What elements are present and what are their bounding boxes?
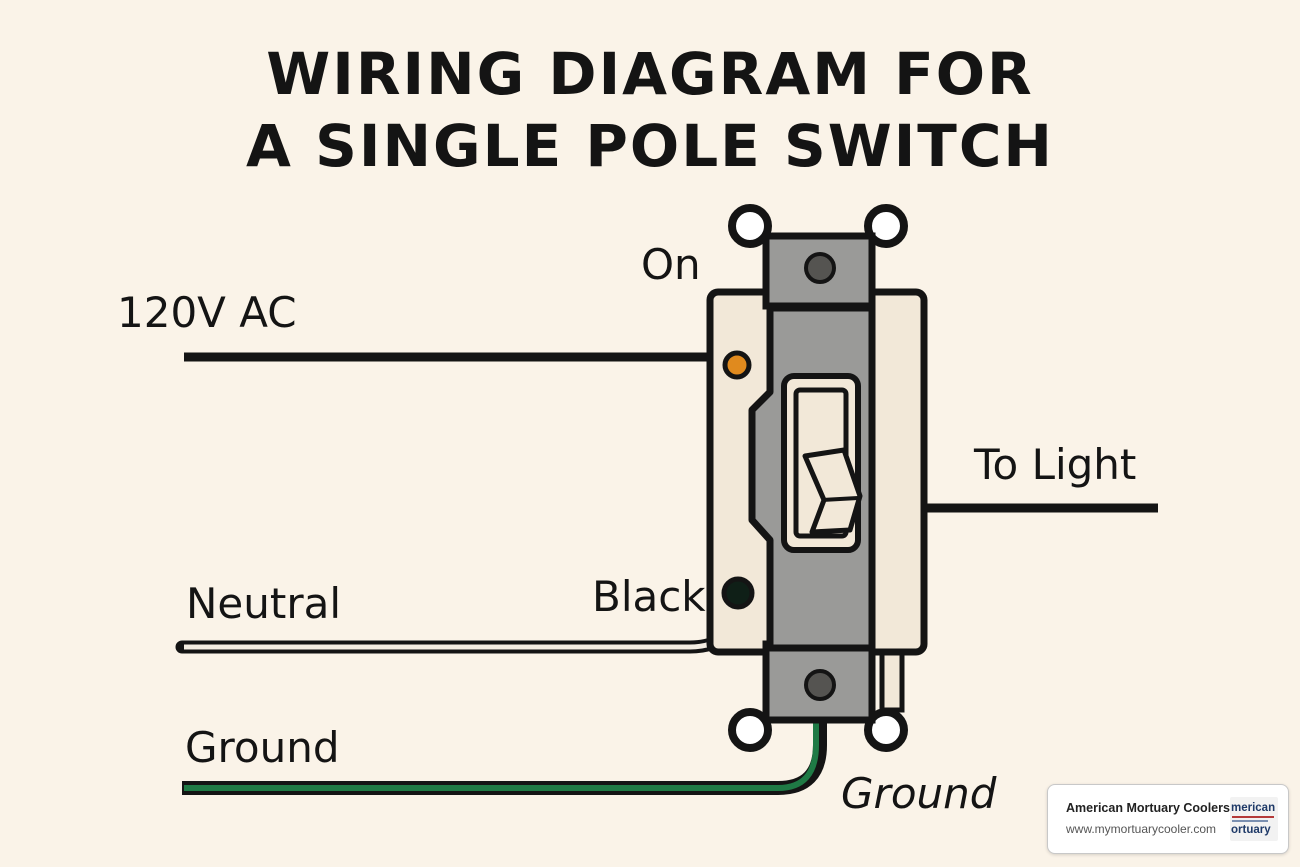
black-terminal — [721, 576, 755, 610]
toggle-lever-edge — [821, 496, 859, 502]
mount-hole-top-left — [728, 204, 772, 248]
watermark-company-name: American Mortuary Coolers — [1066, 801, 1230, 815]
diagram-title: WIRING DIAGRAM FOR A SINGLE POLE SWITCH — [0, 38, 1300, 182]
logo-text-line-2: ortuary — [1231, 824, 1271, 836]
watermark-badge: American Mortuary Coolers www.mymortuary… — [1047, 784, 1289, 854]
logo-rule-2 — [1232, 820, 1268, 822]
mount-strap-bottom — [762, 640, 876, 724]
on-label: On — [641, 240, 701, 289]
title-line-2: A SINGLE POLE SWITCH — [246, 112, 1054, 180]
ground-wire — [184, 714, 819, 791]
mount-hole-bottom-left — [728, 708, 772, 752]
neutral-label: Neutral — [186, 579, 342, 628]
strap-screw-top — [804, 252, 836, 284]
mount-hole-bottom-right — [864, 708, 908, 752]
ground-label-bottom: Ground — [841, 769, 997, 818]
ground-strap — [879, 647, 905, 713]
to-light-label: To Light — [974, 440, 1137, 489]
ground-label-left: Ground — [185, 723, 340, 772]
supply-label: 120V AC — [117, 288, 297, 337]
strap-screw-bottom — [804, 669, 836, 701]
watermark-url: www.mymortuarycooler.com — [1066, 822, 1217, 836]
logo-rule-1 — [1232, 816, 1274, 818]
black-label: Black — [592, 572, 706, 621]
mount-hole-top-right — [864, 204, 908, 248]
logo-text-line-1: merican — [1231, 802, 1276, 814]
title-line-1: WIRING DIAGRAM FOR — [266, 40, 1034, 108]
brass-terminal — [722, 350, 752, 380]
company-logo: merican ortuary — [1230, 797, 1278, 841]
